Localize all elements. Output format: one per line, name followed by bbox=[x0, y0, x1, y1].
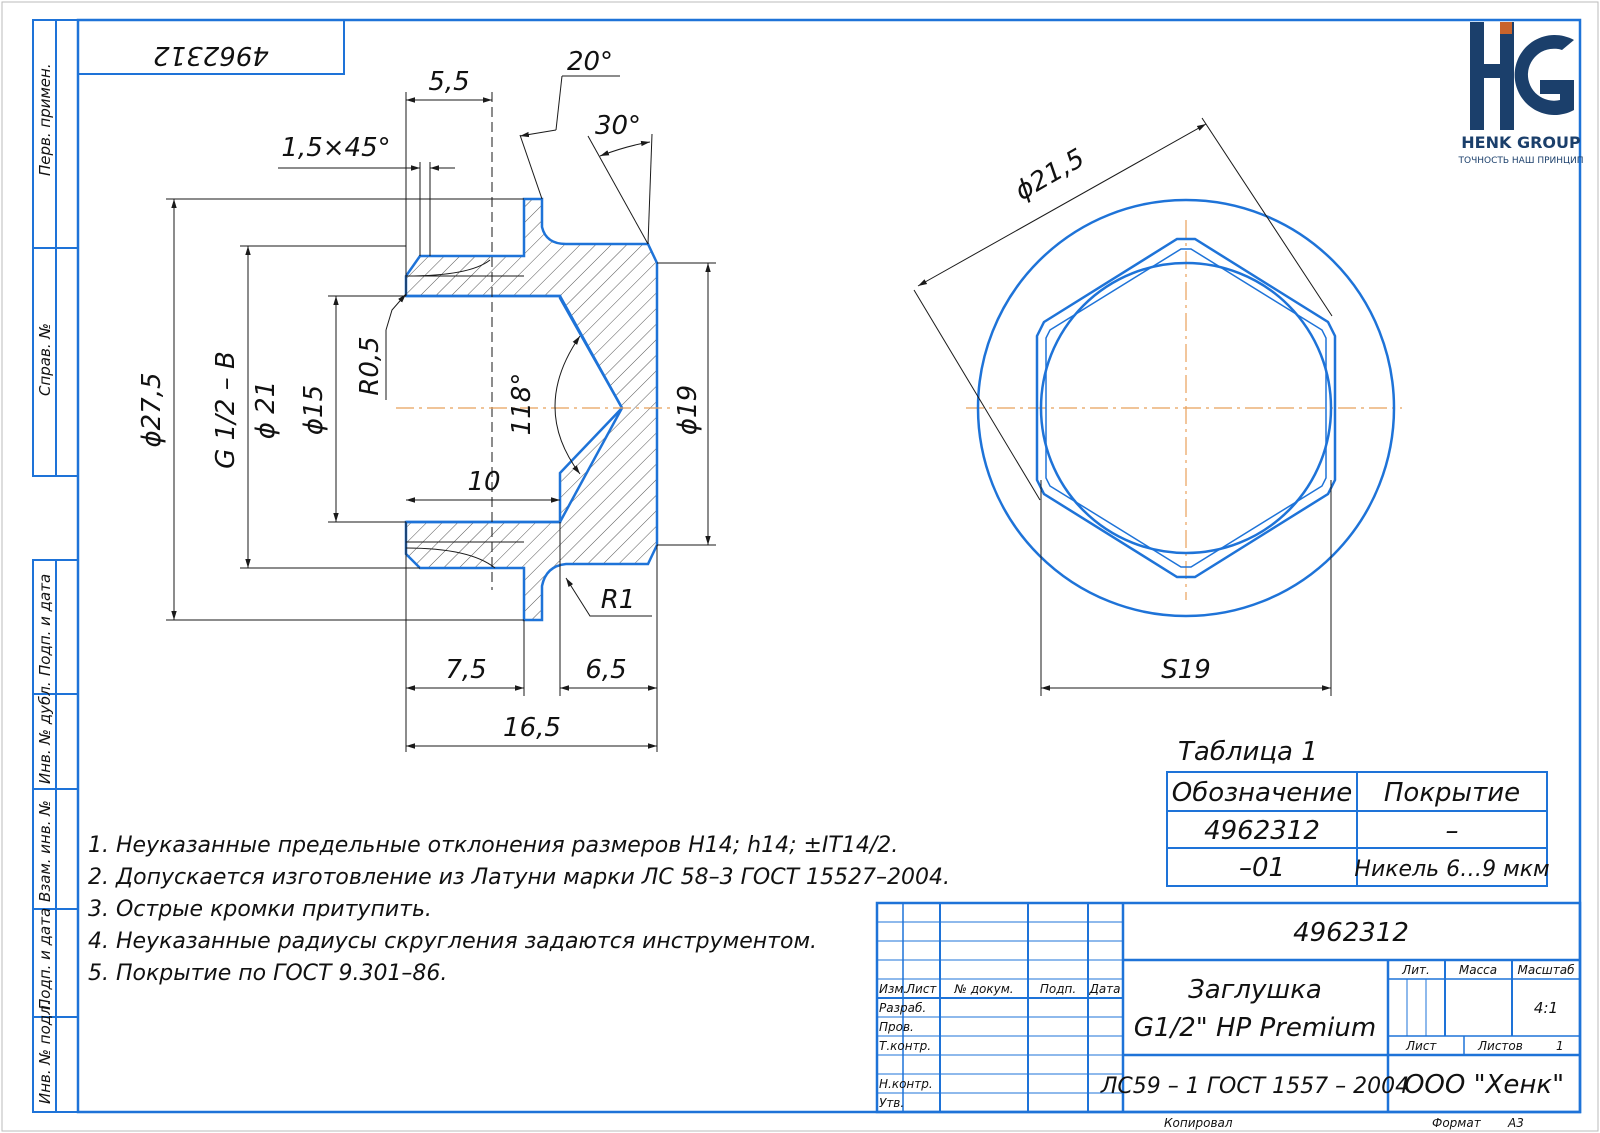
margin-perv-primen: Перв. примен. bbox=[36, 63, 54, 176]
margin-podp-data-2: Подп. и дата bbox=[36, 908, 54, 1010]
table-1-cell: – bbox=[1446, 816, 1459, 846]
section-view: 5,5 20° 30° 1,5×45° ϕ27,5 G 1/2 – B ϕ 21 bbox=[137, 47, 716, 752]
section-hatch bbox=[404, 197, 659, 622]
table-1-header-coating: Покрытие bbox=[1384, 778, 1520, 808]
tb-row-utv: Утв. bbox=[879, 1096, 904, 1110]
number-stamp: 4962312 bbox=[77, 19, 345, 75]
tb-col-data: Дата bbox=[1088, 982, 1120, 996]
dim-10: 10 bbox=[467, 467, 500, 497]
note-line: 1. Неуказанные предельные отклонения раз… bbox=[88, 833, 898, 858]
tb-col-doc: № докум. bbox=[953, 982, 1013, 996]
dim-angle-20: 20° bbox=[567, 47, 613, 77]
margin-sprav-no: Справ. № bbox=[36, 323, 54, 396]
dim-s19: S19 bbox=[1161, 655, 1211, 685]
table-1-cell: –01 bbox=[1239, 853, 1285, 883]
table-1-title: Таблица 1 bbox=[1178, 737, 1318, 767]
henk-group-logo: HENK GROUP ТОЧНОСТЬ НАШ ПРИНЦИП bbox=[1457, 22, 1584, 166]
tb-material: ЛС59 – 1 ГОСТ 1557 – 2004 bbox=[1100, 1074, 1409, 1099]
tb-row-nkontr: Н.контр. bbox=[879, 1077, 933, 1091]
tb-designation: 4962312 bbox=[1293, 918, 1409, 948]
tb-col-list: Лист bbox=[905, 982, 937, 996]
title-block: Изм. Лист № докум. Подп. Дата Разраб. Пр… bbox=[875, 901, 1582, 1114]
tb-name-line2: G1/2" HP Premium bbox=[1134, 1013, 1376, 1043]
dim-r1: R1 bbox=[601, 585, 636, 615]
table-1: Таблица 1 Обозначение Покрытие 4962312 –… bbox=[1166, 737, 1550, 887]
tb-row-tkontr: Т.контр. bbox=[879, 1039, 931, 1053]
margin-podp-data-1: Подп. и дата bbox=[36, 574, 54, 676]
note-line: 3. Острые кромки притупить. bbox=[88, 897, 432, 922]
dim-d21: ϕ 21 bbox=[251, 381, 281, 440]
dim-6-5: 6,5 bbox=[585, 655, 626, 685]
tb-scale-value: 4:1 bbox=[1534, 999, 1558, 1017]
dim-d21-5: ϕ21,5 bbox=[1010, 143, 1090, 207]
tb-row-prov: Пров. bbox=[879, 1020, 914, 1034]
tb-row-razrab: Разраб. bbox=[879, 1001, 926, 1015]
table-1-cell: 4962312 bbox=[1204, 816, 1320, 846]
tb-sheet-label: Лист bbox=[1405, 1039, 1437, 1053]
dim-r0-5: R0,5 bbox=[355, 336, 385, 395]
dim-5-5: 5,5 bbox=[428, 67, 469, 97]
table-1-header-designation: Обозначение bbox=[1172, 778, 1352, 808]
table-1-cell: Никель 6…9 мкм bbox=[1354, 857, 1549, 882]
dim-angle-30: 30° bbox=[595, 111, 641, 141]
tb-scale-label: Масштаб bbox=[1517, 963, 1575, 977]
technical-notes: 1. Неуказанные предельные отклонения раз… bbox=[88, 833, 950, 986]
dim-7-5: 7,5 bbox=[445, 655, 486, 685]
margin-inv-dubl: Инв. № дубл. bbox=[36, 681, 54, 784]
footer-format-value: А3 bbox=[1507, 1116, 1524, 1130]
note-line: 5. Покрытие по ГОСТ 9.301–86. bbox=[88, 961, 447, 986]
tb-lit-label: Лит. bbox=[1401, 963, 1430, 977]
dim-d19: ϕ19 bbox=[673, 385, 703, 435]
end-view: ϕ21,5 S19 bbox=[913, 117, 1402, 696]
logo-tagline: ТОЧНОСТЬ НАШ ПРИНЦИП bbox=[1457, 156, 1583, 166]
tb-col-izm: Изм. bbox=[879, 982, 907, 996]
logo-name: HENK GROUP bbox=[1461, 133, 1581, 152]
margin-inv-podl: Инв. № подл. bbox=[36, 1001, 54, 1104]
tb-company: ООО "Хенк" bbox=[1404, 1070, 1564, 1100]
tb-name-line1: Заглушка bbox=[1188, 975, 1322, 1005]
footer-format-label: Формат bbox=[1432, 1116, 1482, 1130]
dim-d15: ϕ15 bbox=[299, 385, 329, 435]
dim-d27-5: ϕ27,5 bbox=[137, 372, 167, 447]
tb-col-podp: Подп. bbox=[1040, 982, 1076, 996]
stamp-number: 4962312 bbox=[153, 40, 269, 70]
note-line: 2. Допускается изготовление из Латуни ма… bbox=[88, 865, 950, 890]
tb-mass-label: Масса bbox=[1459, 963, 1497, 977]
dim-chamfer: 1,5×45° bbox=[281, 133, 390, 163]
dim-angle-118: 118° bbox=[507, 373, 537, 436]
note-line: 4. Неуказанные радиусы скругления задают… bbox=[88, 929, 817, 954]
tb-sheets-value: 1 bbox=[1556, 1039, 1564, 1053]
tb-sheets-label: Листов bbox=[1477, 1039, 1523, 1053]
footer-copied: Копировал bbox=[1164, 1116, 1233, 1130]
dim-thread: G 1/2 – B bbox=[211, 351, 241, 469]
left-margin: Перв. примен. Справ. № Подп. и дата Инв.… bbox=[32, 19, 79, 1113]
margin-vzam-inv: Взам. инв. № bbox=[36, 800, 54, 902]
dim-16-5: 16,5 bbox=[503, 713, 561, 743]
